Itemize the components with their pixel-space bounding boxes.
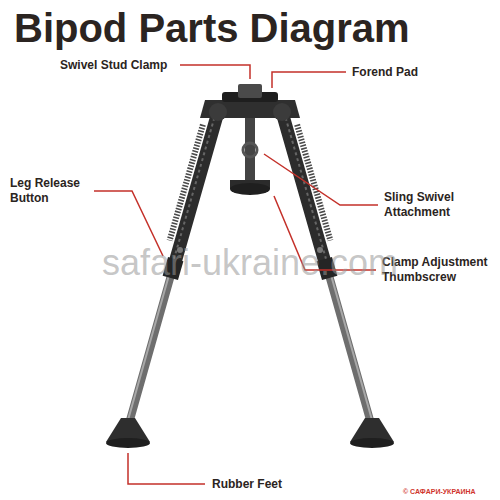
leader-line	[128, 453, 205, 484]
part-label: Forend Pad	[352, 65, 452, 80]
rubber-foot	[106, 438, 150, 448]
leader-line	[264, 154, 378, 205]
diagram-title: Bipod Parts Diagram	[14, 4, 410, 52]
lower-leg-highlight	[329, 268, 372, 420]
swivel-stud-clamp	[238, 84, 262, 98]
part-label: Swivel Stud Clamp	[60, 58, 190, 73]
leader-line	[272, 72, 346, 88]
lower-leg	[130, 268, 173, 420]
thumbscrew	[230, 183, 270, 195]
watermark: safari-ukraine.com	[50, 242, 450, 284]
sling-swivel	[243, 143, 257, 157]
leg-hinge	[273, 103, 291, 121]
copyright-note: © САФАРИ-УКРАИНА	[403, 487, 497, 496]
part-label: Sling Swivel Attachment	[384, 190, 484, 220]
leg-hinge	[209, 103, 227, 121]
part-label: Leg Release Button	[10, 176, 90, 206]
rubber-foot	[350, 438, 394, 448]
leader-line	[180, 65, 250, 79]
lower-leg	[327, 268, 370, 420]
clamp-stem	[245, 116, 255, 182]
lower-leg-highlight	[128, 268, 171, 420]
part-label: Clamp Adjustment Thumbscrew	[382, 255, 494, 285]
part-label: Rubber Feet	[212, 477, 332, 492]
